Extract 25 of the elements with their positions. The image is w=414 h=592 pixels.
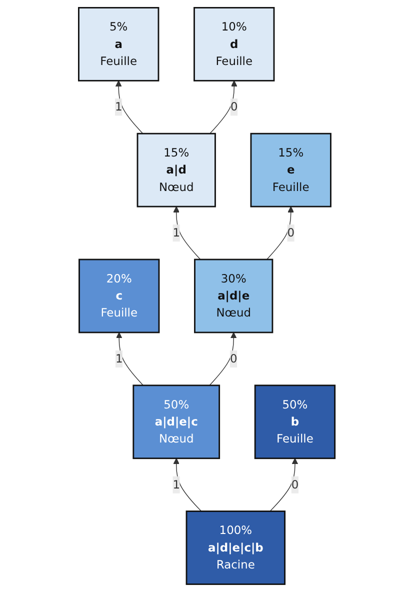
edge-label: 0 xyxy=(287,226,295,240)
edge-label: 1 xyxy=(172,478,180,492)
node-box: 10% d Feuille xyxy=(194,7,275,82)
arrow xyxy=(173,206,201,260)
arrow xyxy=(270,458,298,512)
arrow xyxy=(116,332,144,386)
arrow xyxy=(266,206,294,260)
arrow xyxy=(209,332,237,386)
edge-label: 1 xyxy=(172,226,180,240)
edge-label: 1 xyxy=(116,352,123,366)
arrow xyxy=(210,80,238,134)
arrow xyxy=(116,80,144,134)
arrow xyxy=(173,458,202,512)
node-box: 15% a|d Nœud xyxy=(137,132,216,208)
edge-label: 1 xyxy=(115,100,122,114)
node-box: 50% b Feuille xyxy=(254,384,336,460)
edge-label: 0 xyxy=(292,478,299,492)
node-box: 5% a Feuille xyxy=(78,7,160,82)
node-box: 30% a|d|e Nœud xyxy=(194,258,274,334)
node-box: 50% a|d|e|c Nœud xyxy=(132,384,220,460)
edge-label: 0 xyxy=(230,352,238,366)
edge-label: 0 xyxy=(230,100,238,114)
node-box: 20% c Feuille xyxy=(78,258,160,334)
node-box: 15% e Feuille xyxy=(250,132,332,208)
node-box: 100% a|d|e|c|b Racine xyxy=(186,510,286,585)
